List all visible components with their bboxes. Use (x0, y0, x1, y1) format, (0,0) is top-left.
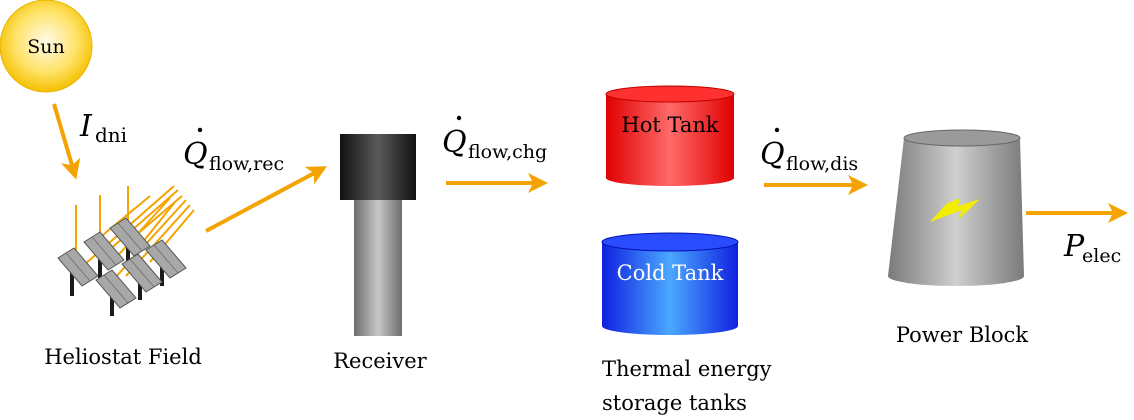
elec-label: P elec (1063, 229, 1121, 267)
storage-label-line2: storage tanks (602, 391, 747, 415)
rec-flow-arrow (205, 166, 328, 233)
cold-tank: Cold Tank (601, 232, 739, 335)
power-block-label: Power Block (896, 323, 1029, 347)
dni-label: I dni (79, 109, 127, 147)
chg-flow-label: Q flow,chg (442, 115, 547, 163)
elec-subscript: elec (1082, 245, 1121, 267)
receiver-head (340, 134, 416, 200)
dis-flow-label: Q flow,dis (760, 127, 858, 175)
sun: Sun (0, 0, 93, 93)
chg-flow-dot (456, 115, 462, 121)
heliostat-field: Heliostat Field (44, 185, 202, 369)
sun-label: Sun (27, 36, 65, 58)
dis-flow-subscript: flow,dis (786, 153, 858, 175)
rec-flow-subscript: flow,rec (209, 153, 284, 175)
cold-tank-label: Cold Tank (617, 261, 724, 285)
chg-flow-subscript: flow,chg (468, 141, 547, 163)
rec-flow-dot (197, 127, 203, 133)
hot-tank: Hot Tank (605, 85, 735, 186)
dni-subscript: dni (95, 123, 127, 147)
dis-flow-symbol: Q (760, 137, 785, 172)
storage-label-line1: Thermal energy (602, 357, 772, 381)
hot-tank-label: Hot Tank (621, 113, 718, 137)
heliostat-field-label: Heliostat Field (44, 345, 202, 369)
dis-flow-dot (774, 127, 780, 133)
receiver-label: Receiver (333, 349, 427, 373)
receiver: Receiver (333, 134, 428, 373)
chg-flow-symbol: Q (442, 125, 467, 160)
dni-symbol: I (79, 109, 93, 144)
dni-arrow (52, 103, 81, 180)
elec-symbol: P (1063, 229, 1085, 264)
receiver-tower (354, 200, 402, 336)
lightning-bolt-icon (930, 198, 980, 222)
rec-flow-label: Q flow,rec (183, 127, 284, 175)
power-block: Power Block (888, 129, 1029, 347)
rec-flow-symbol: Q (183, 137, 208, 172)
